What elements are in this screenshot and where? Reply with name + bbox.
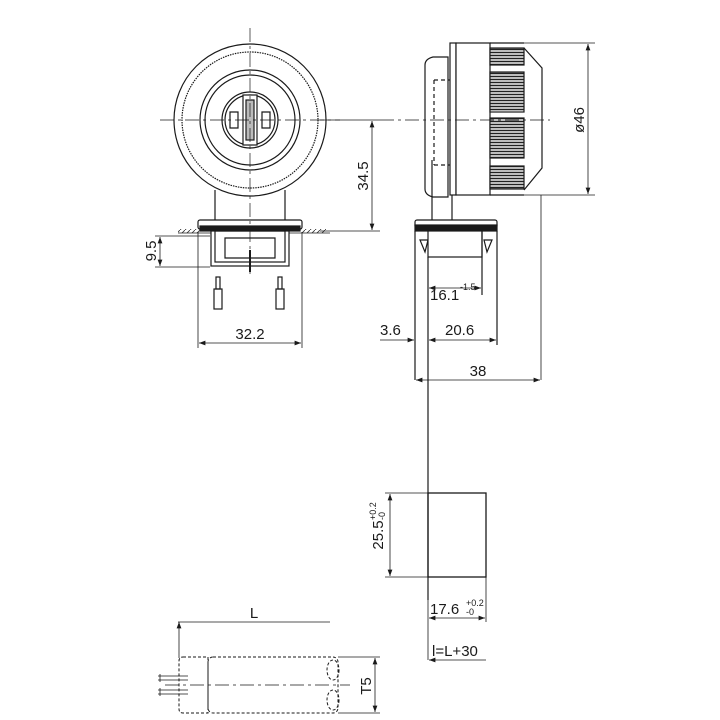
dim-16-1-tolerance: -1.5 — [460, 282, 476, 292]
front-view — [160, 28, 340, 310]
t5-tube — [158, 621, 380, 714]
dim-25-5-tol-plus: +0.2 — [368, 502, 378, 520]
dim-height-34-5: 34.5 — [355, 161, 372, 190]
tube-pin-upper — [158, 674, 188, 682]
dim-cutout-17-6: 17.6 — [430, 601, 459, 618]
dim-3-6: 3.6 — [380, 322, 401, 339]
dim-width-32-2: 32.2 — [235, 326, 264, 343]
dim-25-5-tol-minus: -0 — [377, 512, 387, 520]
dim-cutout-25-5: 25.5 — [370, 520, 387, 549]
dim-20-6: 20.6 — [445, 322, 474, 339]
dim-tube-length: L — [250, 605, 258, 622]
cutout-rect — [427, 492, 487, 578]
dim-l-formula: l=L+30 — [432, 643, 478, 660]
panel-cutout — [385, 492, 487, 663]
dim-depth-9-5: 9.5 — [143, 241, 160, 262]
dim-17-6-tol-plus: +0.2 — [466, 598, 484, 608]
contact-left — [229, 111, 239, 129]
dim-tube-type: T5 — [358, 677, 375, 695]
front-dimensions — [155, 119, 380, 348]
side-dimensions — [380, 42, 595, 383]
dim-diameter-46: ø46 — [571, 107, 588, 133]
dim-16-1: 16.1 — [430, 287, 459, 304]
dim-38: 38 — [470, 363, 487, 380]
inner-ring-outer — [199, 69, 301, 171]
rear-cap — [424, 56, 449, 198]
side-body — [455, 42, 491, 196]
dim-17-6-tol-minus: -0 — [466, 607, 474, 617]
pins — [213, 276, 285, 310]
bezel-chamfer — [523, 47, 543, 191]
tube-pin-lower — [158, 688, 188, 696]
